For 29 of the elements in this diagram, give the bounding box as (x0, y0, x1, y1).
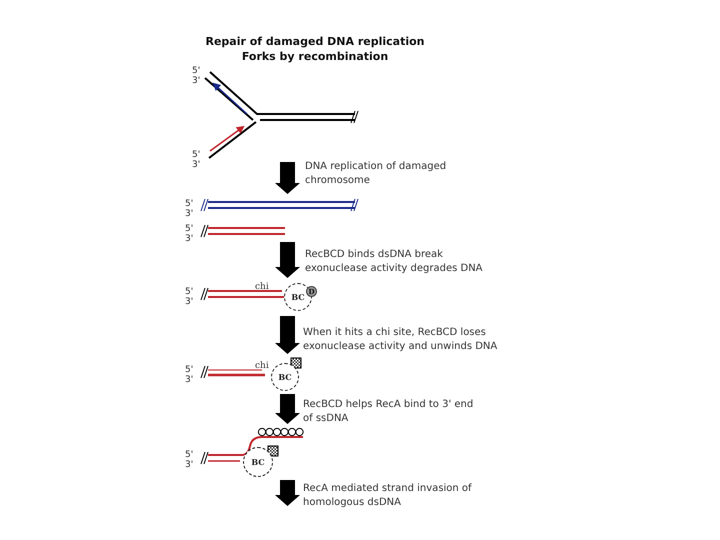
block-arrow (275, 480, 300, 506)
strand-end-label: 3' (185, 297, 194, 307)
strand-end-label: 5' (192, 66, 200, 76)
edge-label: DNA replication of damaged chromosome (305, 160, 448, 188)
strand-end-label: 3' (185, 375, 194, 385)
block-arrow (275, 316, 300, 354)
strand-end-label: 3' (185, 460, 194, 470)
strand-end-label: 5' (185, 287, 194, 297)
strand-end-label: 3' (185, 234, 194, 244)
edge-label: When it hits a chi site, RecBCD loses exonuclease activity and unwinds DNA (303, 326, 498, 354)
diagram-title: Repair of damaged DNA replication Forks by recombination (205, 34, 425, 64)
block-arrow (275, 162, 300, 194)
edge-label: RecBCD helps RecA bind to 3' end of ssDNA (303, 398, 474, 426)
strand-end-label: 5' (185, 199, 194, 209)
enzyme-circle: BC (271, 363, 299, 391)
strand-end-label: 5' (192, 150, 200, 160)
strand-end-label: 5' (185, 365, 194, 375)
edge-label: RecBCD binds dsDNA break exonuclease activity degrades DNA (305, 248, 484, 276)
edge-label: RecA mediated strand invasion of homologous dsDNA (303, 482, 473, 510)
block-arrow (275, 394, 300, 424)
block-arrow (275, 242, 300, 278)
chi-site-label: chi (255, 282, 269, 292)
strand-end-label: 3' (192, 76, 200, 86)
strand-end-label: 3' (192, 160, 200, 170)
strand-end-label: 3' (185, 209, 194, 219)
strand-end-label: 5' (185, 450, 194, 460)
enzyme-circle: BC (243, 447, 273, 477)
strand-end-label: 5' (185, 224, 194, 234)
chi-site-label: chi (255, 361, 269, 371)
